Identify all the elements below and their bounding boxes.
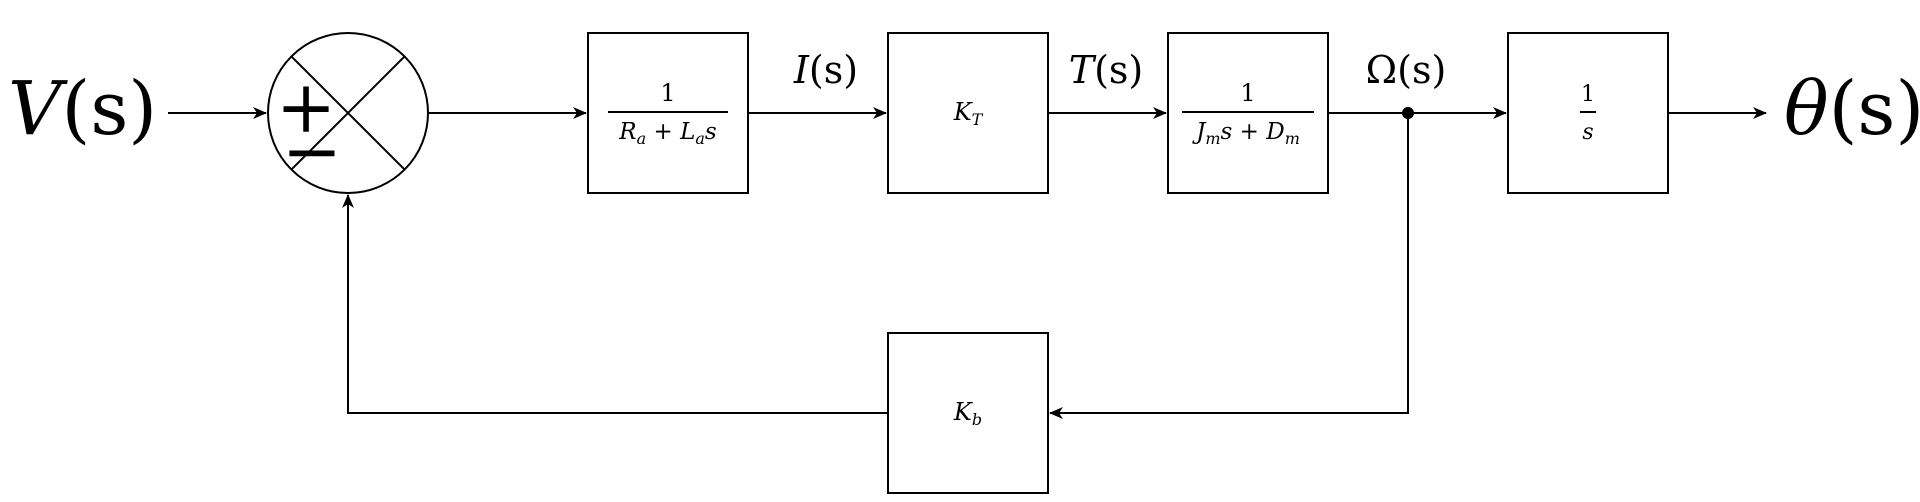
summing-junction: + − [267, 32, 429, 194]
feedback-forward-arrow [1049, 113, 1409, 419]
output-signal-label: θ(s) [1784, 66, 1920, 152]
mechanical-numerator: 1 [1240, 79, 1255, 107]
speed-label: Ω(s) [1366, 48, 1447, 92]
output-signal-name: θ [1784, 66, 1829, 152]
mechanical-denominator: Jms + Dm [1192, 119, 1300, 148]
minus-sign: − [282, 109, 342, 193]
electrical-denominator: Ra + Las [618, 119, 717, 148]
back-emf-block: Kb [887, 332, 1049, 494]
input-signal-label: V(s) [8, 66, 157, 152]
torque-constant-symbol: KT [953, 98, 984, 129]
output-signal-arg: (s) [1829, 66, 1920, 152]
feedback-return-arrow [342, 194, 888, 414]
input-signal-arg: (s) [61, 66, 157, 152]
mechanical-admittance-block: 1 Jms + Dm [1167, 32, 1329, 194]
current-label: I(s) [793, 48, 858, 92]
integrator-numerator: 1 [1581, 82, 1595, 107]
torque-constant-block: KT [887, 32, 1049, 194]
integrator-denominator: s [1582, 120, 1593, 145]
torque-label: T(s) [1069, 48, 1144, 92]
electrical-admittance-block: 1 Ra + Las [587, 32, 749, 194]
plus-sign: + [276, 65, 336, 149]
electrical-numerator: 1 [660, 79, 675, 107]
integrator-block: 1 s [1507, 32, 1669, 194]
back-emf-symbol: Kb [953, 398, 982, 429]
input-signal-name: V [8, 66, 68, 152]
